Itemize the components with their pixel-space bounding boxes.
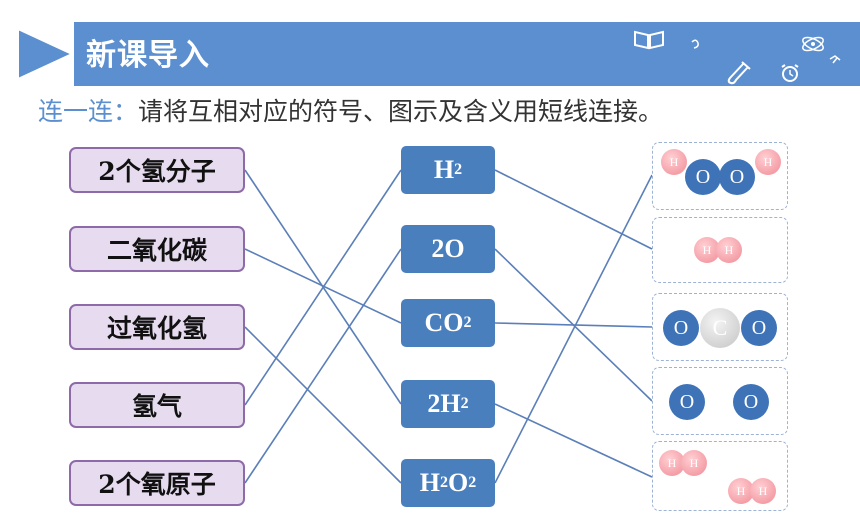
oxygen-atom: O [669,384,705,420]
oxygen-atom: O [719,159,755,195]
book-icon [634,30,664,50]
symbol-subscript: 2 [460,395,469,412]
model-card-2o[interactable]: O O [652,367,788,435]
line-co2-to-co2-model [494,322,653,328]
hydrogen-atom: H [755,149,781,175]
symbol-subscript: 2 [440,474,448,491]
line-co2-meaning-to-co2 [244,248,402,324]
meaning-label: 2个氢分子 [98,157,216,186]
hydrogen-atom: H [694,237,720,263]
symbol-base: CO [424,308,464,337]
header-bar [74,22,860,86]
symbol-base: 2O [431,234,465,263]
play-triangle-icon [17,27,74,81]
alarm-clock-icon [781,64,799,82]
squiggle-icon [691,39,699,49]
meaning-card-hydrogen-peroxide[interactable]: 过氧化氢 [69,304,245,350]
instruction: 连一连：请将互相对应的符号、图示及含义用短线连接。 [38,92,663,132]
meaning-card-carbon-dioxide[interactable]: 二氧化碳 [69,226,245,272]
line-2h2-to-2h2-model [494,403,653,478]
carbon-atom: C [700,308,740,348]
meaning-card-2-oxygen-atoms[interactable]: 2个氧原子 [69,460,245,506]
hydrogen-atom: H [661,149,687,175]
oxygen-atom: O [685,159,721,195]
meaning-label: 过氧化氢 [106,314,207,343]
symbol-tail-subscript: 2 [468,474,477,491]
symbol-subscript: 2 [454,161,463,178]
meaning-card-2h2-molecules[interactable]: 2个氢分子 [69,147,245,193]
sparkle-icon [829,55,841,64]
oxygen-atom: O [663,310,699,346]
page-title: 新课导入 [86,38,210,73]
atom-icon [802,36,824,52]
test-tube-icon [727,61,751,85]
symbol-card-2o[interactable]: 2O [401,225,495,273]
symbol-base: H [419,468,440,497]
hydrogen-atom: H [728,478,754,504]
symbol-subscript: 2 [463,314,472,331]
model-card-2h2[interactable]: H H H H [652,441,788,511]
hydrogen-atom: H [681,450,707,476]
hydrogen-atom: H [716,237,742,263]
line-h2-to-h2-model [494,169,653,250]
instruction-prefix: 连一连： [38,97,139,126]
meaning-label: 2个氧原子 [98,470,216,499]
oxygen-atom: O [741,310,777,346]
symbol-tail: O [448,468,469,497]
line-h2-meaning-to-h2 [244,169,402,406]
instruction-text: 请将互相对应的符号、图示及含义用短线连接。 [138,97,664,126]
symbol-base: 2H [427,389,461,418]
model-card-h2[interactable]: H H [652,217,788,283]
hydrogen-atom: H [750,478,776,504]
model-card-h2o2[interactable]: H O O H [652,142,788,210]
symbol-base: H [433,155,455,184]
line-2o-meaning-to-2o [244,248,402,484]
line-h2o2-to-h2o2-model [494,174,653,484]
oxygen-atom: O [733,384,769,420]
line-h2o2-meaning-to-h2o2 [244,326,402,484]
meaning-label: 二氧化碳 [106,236,207,265]
meaning-card-hydrogen-gas[interactable]: 氢气 [69,382,245,428]
meaning-label: 氢气 [131,392,182,421]
model-card-co2[interactable]: O C O [652,293,788,361]
hydrogen-atom: H [659,450,685,476]
